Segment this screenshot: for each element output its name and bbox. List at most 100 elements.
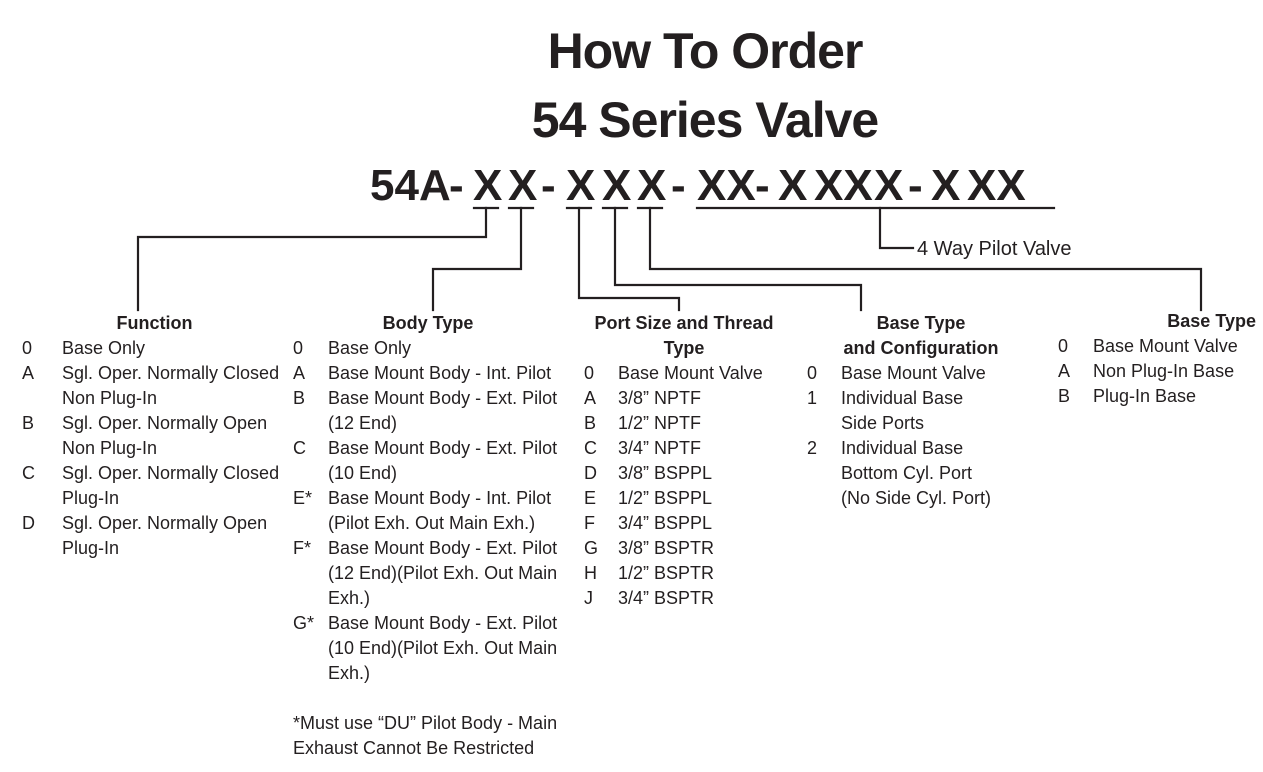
option-code: D <box>584 463 597 483</box>
option-label-line: Base Only <box>328 338 412 358</box>
option-row: G 3/8” BSPTR <box>584 536 784 561</box>
code-config: X <box>602 161 632 210</box>
option-row: B Plug-In Base <box>1058 384 1258 409</box>
option-row: E* Base Mount Body - Int. Pilot (Pilot Exh… <box>293 486 563 536</box>
option-label-line: 3/4” BSPPL <box>618 513 713 533</box>
code-port: X <box>566 161 596 210</box>
option-label: Base Mount Body - Ext. Pilot(10 End) <box>328 436 563 486</box>
option-label-line: (10 End) <box>328 463 398 483</box>
option-label: Base Mount Valve <box>841 361 1037 386</box>
option-label-line: Individual Base <box>841 388 964 408</box>
option-label: Base Mount Body - Int. Pilot <box>328 361 563 386</box>
code-group-2b: XX <box>814 161 873 210</box>
option-code: B <box>584 413 597 433</box>
option-label: Base Mount Body - Ext. Pilot(12 End)(Pil… <box>328 536 563 611</box>
body-type-heading: Body Type <box>382 313 474 333</box>
code-separator: - <box>449 161 464 210</box>
code-separator: - <box>908 161 923 210</box>
heading-line: Port Size and Thread <box>594 313 774 333</box>
option-code: G <box>584 538 599 558</box>
option-code: C <box>584 438 597 458</box>
option-label-line: (Pilot Exh. Out Main Exh.) <box>328 513 536 533</box>
option-label-line: Plug-In <box>62 488 120 508</box>
option-code: 1 <box>807 388 818 408</box>
option-label: 3/4” NPTF <box>618 436 784 461</box>
option-label-line: (12 End) <box>328 413 398 433</box>
code-base: X <box>637 161 667 210</box>
option-label-line: Base Mount Body - Int. Pilot <box>328 488 552 508</box>
code-prefix: 54A <box>370 161 451 210</box>
option-label-line: Non Plug-In <box>62 388 158 408</box>
option-label-line: (10 End)(Pilot Exh. Out Main <box>328 638 558 658</box>
option-label-line: 1/2” NPTF <box>618 413 702 433</box>
option-label: 3/8” BSPPL <box>618 461 784 486</box>
option-label-line: 1/2” BSPTR <box>618 563 715 583</box>
option-label-line: Sgl. Oper. Normally Open <box>62 513 268 533</box>
code-function: X <box>473 161 503 210</box>
option-row: 0 Base Mount Valve <box>807 361 1037 386</box>
option-code: A <box>584 388 597 408</box>
heading-line: Base Type <box>876 313 966 333</box>
option-row: G*Base Mount Body - Ext. Pilot(10 End)(P… <box>293 611 563 686</box>
option-code: C <box>293 438 306 458</box>
option-label: Base Mount Body - Ext. Pilot(10 End)(Pil… <box>328 611 563 686</box>
option-code: D <box>22 513 35 533</box>
leader-body-type <box>431 206 523 312</box>
option-code: E <box>584 488 597 508</box>
base-config-column: Base Type and Configuration 0 Base Mount … <box>807 311 1037 511</box>
option-label-line: Non Plug-In <box>62 438 158 458</box>
option-label-line: Sgl. Oper. Normally Closed <box>62 463 280 483</box>
base-config-heading: Base Type and Configuration <box>807 311 1035 361</box>
body-type-note: *Must use “DU” Pilot Body - Main Exhaust… <box>293 711 563 761</box>
option-label: 1/2” BSPPL <box>618 486 784 511</box>
option-code: E* <box>293 488 313 508</box>
option-label: 3/8” BSPTR <box>618 536 784 561</box>
option-label-line: 3/8” BSPPL <box>618 463 713 483</box>
option-label: Base Mount Body - Ext. Pilot(12 End) <box>328 386 563 436</box>
option-label: Non Plug-In Base <box>1093 359 1258 384</box>
option-label: 3/4” BSPPL <box>618 511 784 536</box>
option-label: 3/4” BSPTR <box>618 586 784 611</box>
option-label: Base Only <box>62 336 287 361</box>
option-code: B <box>22 413 35 433</box>
option-label-line: (12 End)(Pilot Exh. Out Main <box>328 563 558 583</box>
code-group-2c: X <box>874 161 904 210</box>
option-code: F* <box>293 538 311 558</box>
option-code: 0 <box>807 363 818 383</box>
option-label-line: 3/8” BSPTR <box>618 538 715 558</box>
option-label: Base Only <box>328 336 563 361</box>
code-group-1: XX <box>697 161 756 210</box>
option-code: 2 <box>807 438 818 458</box>
option-label-line: 3/4” BSPTR <box>618 588 715 608</box>
option-label-line: Sgl. Oper. Normally Closed <box>62 363 280 383</box>
option-label-line: Base Mount Valve <box>1093 336 1238 356</box>
option-label-line: 1/2” BSPPL <box>618 488 713 508</box>
leader-base-config <box>613 206 863 312</box>
option-label-line: 3/4” NPTF <box>618 438 702 458</box>
option-label-line: Base Mount Valve <box>618 363 763 383</box>
option-label-line: Plug-In <box>62 538 120 558</box>
leader-function <box>136 206 488 312</box>
option-code: B <box>1058 386 1071 406</box>
option-label: Plug-In Base <box>1093 384 1258 409</box>
